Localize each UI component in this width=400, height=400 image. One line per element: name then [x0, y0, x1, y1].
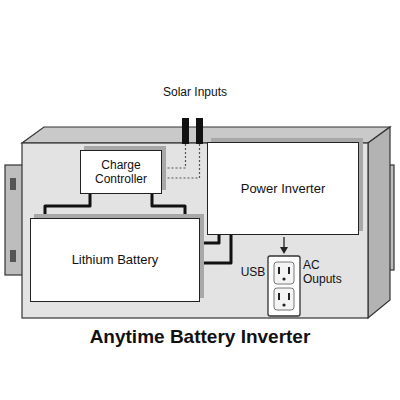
- part-label: USB: [238, 266, 268, 280]
- output-arrow: [283, 237, 284, 248]
- part-label: AC Ouputs: [303, 259, 349, 287]
- output-arrowhead: [280, 247, 288, 254]
- solar-wire: [164, 144, 200, 178]
- tab-hole: [10, 178, 16, 190]
- outlet-slot: [288, 293, 290, 300]
- diagram-title: Anytime Battery Inverter: [0, 326, 400, 348]
- outlet-slot: [278, 267, 280, 274]
- outlet-slot: [278, 293, 280, 300]
- component-label: Lithium Battery: [72, 252, 159, 268]
- housing-side: [368, 127, 390, 318]
- outlet-slot: [288, 267, 290, 274]
- mounting-tab: [5, 165, 24, 275]
- outlet-face: [274, 262, 294, 284]
- ac-outlet: [268, 256, 300, 316]
- housing-front: [22, 143, 368, 318]
- component-box: Power Inverter: [207, 142, 359, 235]
- power-cable: [200, 235, 219, 243]
- solar-wire: [164, 144, 186, 168]
- component-label: Power Inverter: [241, 181, 326, 197]
- tab-hole: [10, 250, 16, 262]
- component-box: Lithium Battery: [30, 218, 200, 302]
- outlet-face: [274, 288, 294, 310]
- component-box: Charge Controller: [80, 150, 162, 194]
- component-label: Charge Controller: [87, 158, 155, 187]
- power-cable: [45, 194, 90, 218]
- power-cable: [200, 235, 231, 263]
- solar-connector: [196, 118, 203, 144]
- power-cable: [152, 194, 185, 218]
- outlet-ground: [282, 277, 285, 280]
- outlet-ground: [282, 303, 285, 306]
- housing-top: [22, 127, 390, 143]
- part-label: Solar Inputs: [160, 86, 230, 100]
- solar-connector: [182, 118, 189, 144]
